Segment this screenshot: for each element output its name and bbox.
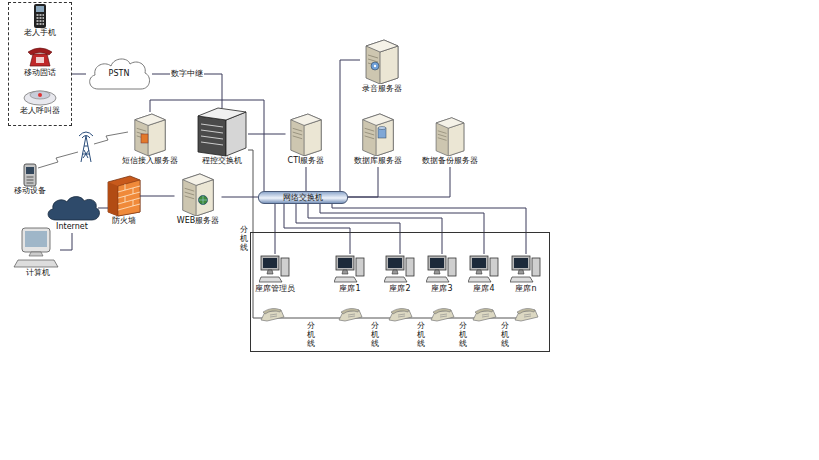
node-label: 录音服务器 [362,84,402,94]
node-label: 短信接入服务器 [122,156,178,166]
node-label: 计算机 [26,268,50,278]
wireless-link [38,132,128,168]
server-icon [135,114,165,156]
network-cloud: PSTN [86,56,152,92]
desk-phone-icon [261,308,538,321]
group-box: 老人手机移动固话老人呼叫器 [8,2,72,126]
extension-line-label: 分机线 [307,322,315,348]
server-icon [436,118,464,156]
node-label: 老人手机 [24,28,56,38]
senior-phone-icon [34,4,46,28]
connector-line [332,204,526,254]
extension-line-label: 分机线 [240,226,248,252]
antenna-tower [79,132,93,162]
device-node: WEB服务器 [175,172,222,227]
node-label: 座席3 [431,284,452,294]
server-icon [366,40,398,84]
node-label: 移动设备 [14,186,46,196]
node-label: 数据库服务器 [354,156,402,166]
device-node: 座席1 [334,254,366,295]
device-node: Internet [46,196,98,233]
node-label: 移动固话 [24,68,56,78]
node-label: 座席n [515,284,536,294]
connector-line [248,134,286,135]
node-label: 防火墙 [112,216,136,226]
extension-line [248,150,530,318]
connector-line [98,208,108,209]
node-label: 座席4 [473,284,494,294]
connector-line [60,233,72,250]
connector-line [348,167,378,197]
node-label: 数据备份服务器 [422,156,478,166]
device-node: 数据备份服务器 [420,116,480,167]
internet-cloud [48,197,99,220]
device-node: 短信接入服务器 [120,112,180,167]
device-node: 老人呼叫器 [18,86,62,117]
device-node: CTI服务器 [286,112,327,167]
workstation-icon [259,256,540,282]
server-icon [363,114,394,156]
connector-line [150,100,264,191]
network-switch-bar: 网络交换机 [258,191,348,204]
node-label: Internet [56,222,88,232]
device-node: 数据库服务器 [352,112,404,167]
red-phone-icon [28,48,52,66]
connector-line [284,204,350,254]
node-label: 老人呼叫器 [20,106,60,116]
node-label: CTI服务器 [288,156,325,166]
extension-line-label: 分机线 [371,322,379,348]
mobile-device-icon [24,164,36,186]
connector-line [308,204,442,254]
cloud-outline [90,59,150,89]
node-label: 座席2 [389,284,410,294]
extension-line-label: 分机线 [417,322,425,348]
node-label: WEB服务器 [177,216,219,226]
node-label: 座席管理员 [255,284,295,294]
connector-line [72,74,86,75]
device-node: 防火墙 [108,176,140,227]
server-icon [291,114,321,156]
node-label: 网络交换机 [283,193,323,203]
device-node: 座席3 [426,254,458,295]
extension-line-label: 分机线 [501,322,509,348]
caller-device-icon [24,91,56,105]
connector-line [152,74,222,108]
server-icon [183,174,214,216]
device-node: 程控交换机 [196,108,248,167]
device-node: 录音服务器 [360,38,404,95]
device-node: 座席4 [468,254,500,295]
device-node: 座席管理员 [253,254,297,295]
connector-line [275,204,276,254]
connector-line [320,204,484,254]
computer-icon [14,228,58,267]
firewall-icon [108,176,140,216]
device-node: 移动固话 [22,44,58,79]
node-label: 座席1 [339,284,360,294]
connector-line [140,196,175,197]
extension-line-label: 分机线 [459,322,467,348]
connector-line [306,167,307,191]
node-label: 程控交换机 [202,156,242,166]
device-node: 老人手机 [22,4,58,39]
edge-label: 数字中继 [170,69,204,79]
node-label: PSTN [109,69,130,79]
device-node: 座席n [510,254,542,295]
device-node: 计算机 [16,228,60,279]
connector-line [348,167,450,197]
device-node: 座席2 [384,254,416,295]
device-node: 移动设备 [12,164,48,197]
pbx-icon [198,108,246,156]
connector-line [340,60,360,191]
connector-line [296,204,400,254]
connector-line [222,197,259,198]
